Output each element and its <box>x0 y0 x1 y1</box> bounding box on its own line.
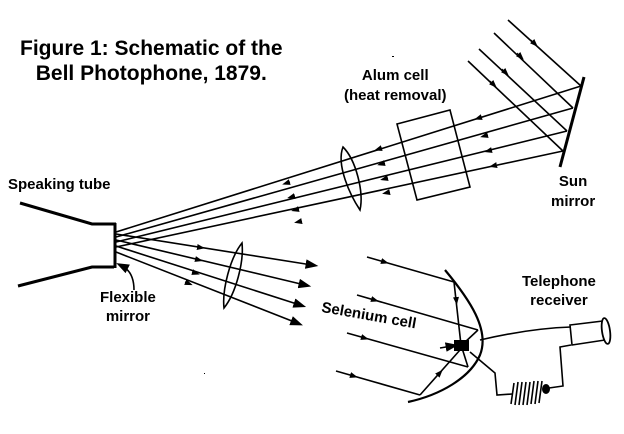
arrow-icon <box>374 145 383 151</box>
speck <box>204 373 205 374</box>
selenium-cell <box>454 340 469 351</box>
arrow-icon <box>501 68 509 76</box>
arrow-icon <box>360 334 369 340</box>
arrow-icon <box>380 258 389 264</box>
figure-title-line-1: Figure 1: Schematic of the <box>20 37 283 60</box>
alum-cell-label-line-2: (heat removal) <box>344 87 447 104</box>
arrow-icon <box>377 160 386 166</box>
arrow-icon <box>380 175 389 181</box>
flexible-mirror-label-line-1: Flexible <box>100 289 156 306</box>
telephone-receiver-label-line-2: receiver <box>530 292 588 309</box>
arrow-icon <box>435 369 443 378</box>
wire-bottom-left <box>469 351 513 396</box>
sun-mirror-label-line-1: Sun <box>558 173 588 190</box>
telephone-receiver <box>569 317 612 346</box>
arrow-icon <box>282 179 291 185</box>
flexible-mirror-label: Flexible mirror <box>100 288 156 326</box>
arrow-icon <box>530 39 538 47</box>
arrow-icon <box>184 279 193 286</box>
arrow-icon <box>382 189 391 195</box>
alum-cell <box>396 109 471 201</box>
sun-mirror-label: Sun mirror <box>551 172 595 212</box>
arrow-icon <box>489 80 497 88</box>
sun-ray-2 <box>493 32 574 109</box>
arrow-icon <box>480 132 489 138</box>
speaking-tube-label: Speaking tube <box>8 176 111 193</box>
received-beams <box>335 256 479 396</box>
arrow-icon <box>191 269 200 275</box>
pointer-arrow-icon <box>116 263 135 291</box>
sun-ray-1 <box>507 19 582 87</box>
reflected-beams <box>115 85 582 248</box>
outgoing-beams <box>115 233 319 326</box>
beam-2 <box>115 107 574 238</box>
beam-3 <box>115 130 568 243</box>
wire-bottom-right <box>548 344 572 389</box>
arrow-icon <box>287 193 296 199</box>
sun-mirror <box>558 76 586 168</box>
arrow-icon <box>291 206 300 212</box>
wire-top <box>479 326 572 341</box>
beam-1 <box>115 85 582 233</box>
beam-4 <box>115 150 564 248</box>
arrow-icon <box>484 147 493 153</box>
arrow-icon <box>370 296 379 302</box>
speck <box>392 56 394 57</box>
selenium-pointer-arrow-icon <box>439 342 459 352</box>
sun-ray-3 <box>478 48 568 132</box>
arrow-icon <box>294 218 303 224</box>
flexible-mirror-label-line-2: mirror <box>105 308 151 325</box>
alum-cell-label-line-1: Alum cell <box>361 67 429 84</box>
projection-lens <box>222 240 244 311</box>
arrow-icon <box>489 162 498 168</box>
arrow-icon <box>196 244 205 250</box>
alum-cell-label: Alum cell (heat removal) <box>344 66 447 106</box>
speaking-tube <box>17 201 116 288</box>
arrow-icon <box>194 256 203 262</box>
figure-title: Figure 1: Schematic of the Bell Photopho… <box>20 36 283 86</box>
condenser-lens <box>340 145 362 213</box>
arrow-icon <box>516 52 524 60</box>
telephone-receiver-label: Telephone receiver <box>522 272 596 310</box>
arrow-icon <box>474 114 483 120</box>
telephone-receiver-label-line-1: Telephone <box>522 273 596 290</box>
arrow-icon <box>349 372 358 378</box>
induction-coil <box>510 380 550 406</box>
parabolic-reflector <box>407 269 484 404</box>
sun-mirror-label-line-2: mirror <box>551 193 596 210</box>
figure-title-line-2: Bell Photophone, 1879. <box>35 62 267 85</box>
